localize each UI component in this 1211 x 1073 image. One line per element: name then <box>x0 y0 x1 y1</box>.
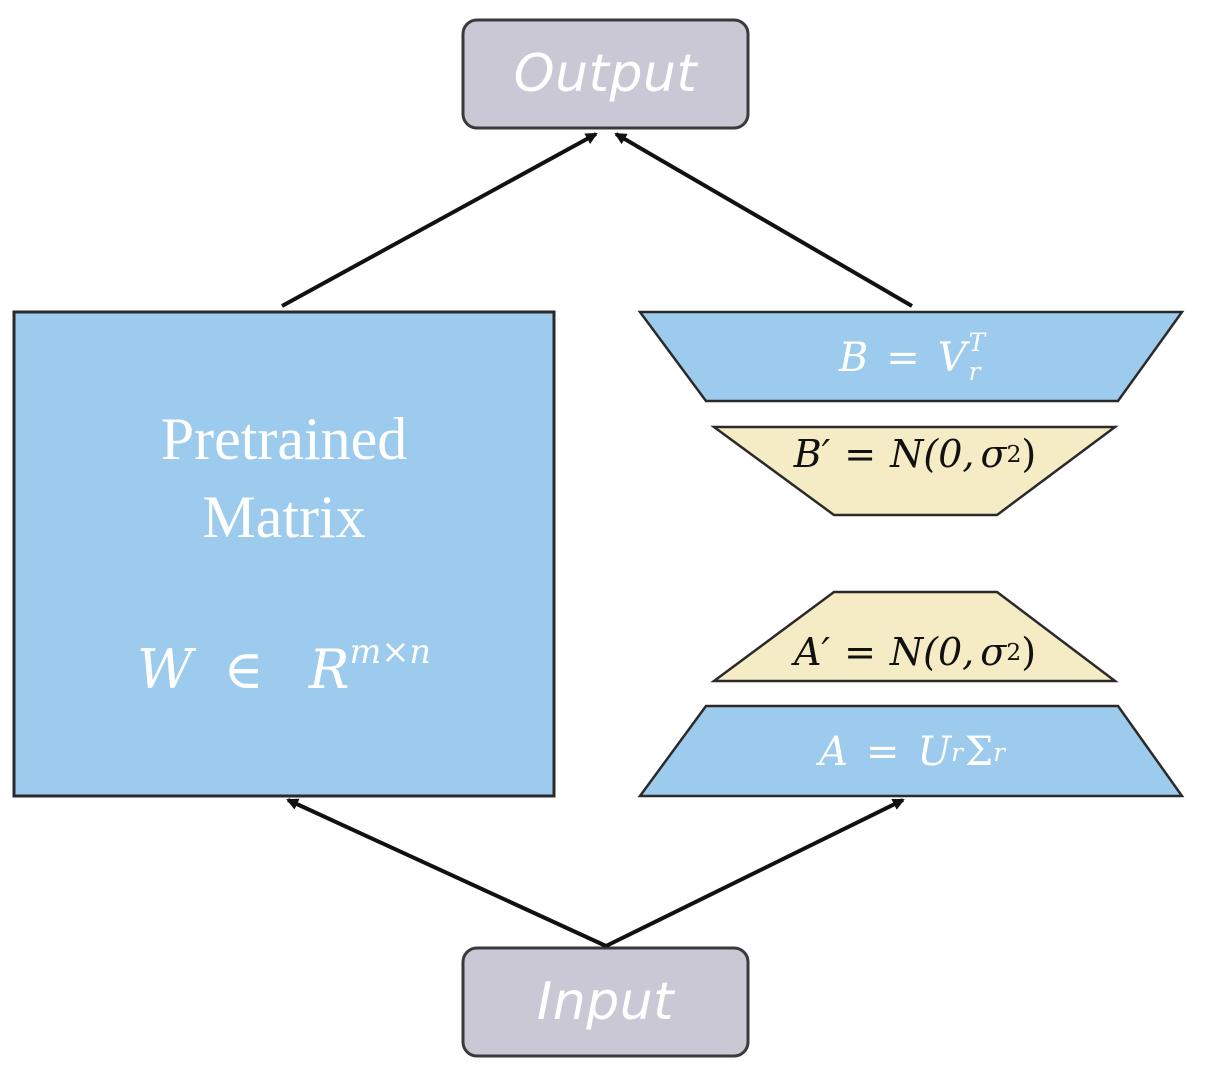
arrow-pretrained-to-output <box>281 132 598 308</box>
a-sigma: Σ <box>964 729 994 775</box>
b-lhs: B <box>838 335 869 381</box>
ap-eq: = <box>844 630 876 674</box>
bp-sup: 2 <box>1006 440 1022 468</box>
bp-n: N(0, <box>890 432 975 476</box>
ap-sigma: σ <box>980 630 1007 674</box>
a-u: U <box>917 729 952 775</box>
output-node: Output <box>463 20 748 128</box>
output-label: Output <box>513 44 698 104</box>
input-box <box>461 946 750 1058</box>
b-prime-trapezoid <box>710 425 1119 517</box>
formula-r: R <box>308 638 350 702</box>
ap-n: N(0, <box>889 630 975 674</box>
b-eq: = <box>886 335 920 381</box>
a-ssub: r <box>993 737 1006 767</box>
pretrained-line2: Matrix <box>202 484 366 550</box>
input-label: Input <box>536 972 675 1032</box>
input-node: Input <box>463 948 748 1056</box>
b-v: V <box>937 335 967 381</box>
bp-close: ) <box>1021 432 1037 476</box>
bp-eq: = <box>844 432 877 476</box>
b-sup: T <box>968 328 986 358</box>
pretrained-formula: W ∈ Rm×n <box>14 632 554 701</box>
b-block-trapezoid <box>637 310 1185 403</box>
bp-sigma: σ <box>980 432 1007 476</box>
formula-w: W <box>137 638 193 702</box>
pretrained-matrix-box <box>12 310 556 798</box>
a-usub: r <box>951 737 963 767</box>
pretrained-line1: Pretrained <box>160 406 408 472</box>
formula-exp: m×n <box>349 632 431 671</box>
a-lhs: A <box>818 729 848 775</box>
formula-in: ∈ <box>223 638 264 702</box>
arrow-input-to-pretrained <box>286 798 607 948</box>
ap-sup: 2 <box>1006 638 1022 666</box>
a-block-trapezoid <box>637 704 1185 798</box>
output-box <box>461 18 750 130</box>
pretrained-title: Pretrained Matrix <box>14 400 554 556</box>
bp-lhs: B′ <box>793 432 831 476</box>
ap-close: ) <box>1021 630 1037 674</box>
arrow-input-to-a <box>605 798 905 948</box>
a-prime-trapezoid <box>710 590 1119 683</box>
arrow-b-to-output <box>614 132 914 308</box>
ap-lhs: A′ <box>793 630 831 674</box>
b-sub: r <box>968 357 981 386</box>
a-eq: = <box>865 729 900 775</box>
